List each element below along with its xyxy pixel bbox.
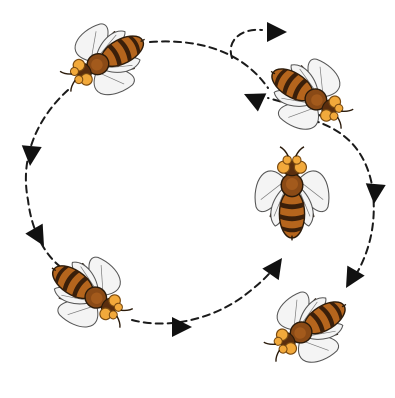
arrowhead-inner	[240, 85, 267, 112]
bee-center	[255, 147, 329, 241]
bee-bottom-right	[251, 274, 365, 382]
bee-top-right	[252, 41, 366, 149]
arrowhead-right-upper	[364, 183, 386, 205]
arrowhead-right-lower	[337, 266, 364, 293]
arrowhead-bottom	[172, 317, 192, 337]
arrowhead-left-lower	[25, 224, 52, 251]
arrowhead-top	[267, 22, 287, 42]
bee-top-left	[49, 8, 161, 113]
arrowhead-left-upper	[20, 145, 42, 167]
